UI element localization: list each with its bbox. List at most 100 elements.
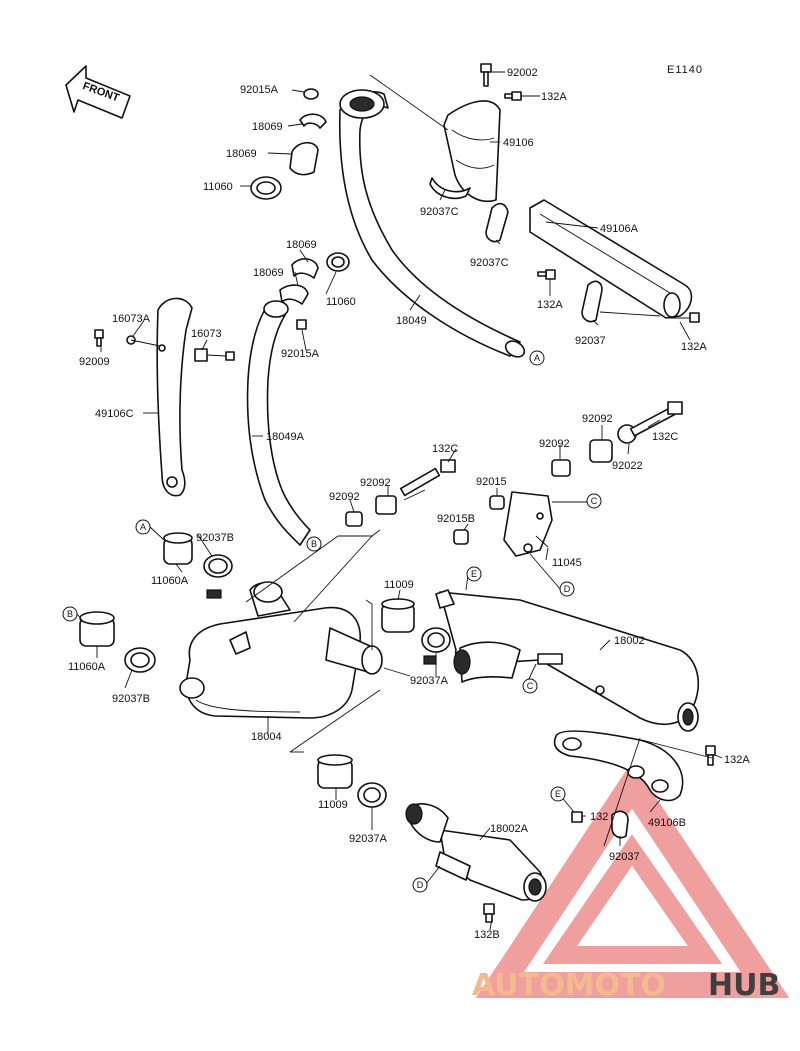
label-16073: 16073 <box>191 328 222 340</box>
label-49106b: 49106B <box>648 817 686 829</box>
ref-mark-d-low: D <box>412 877 428 893</box>
clamp-92037b-left <box>124 647 156 673</box>
label-11009-low: 11009 <box>318 799 348 811</box>
label-18069-b: 18069 <box>226 148 257 160</box>
part-labels: 92002 132A 92015A 18069 18069 11060 4910… <box>68 67 750 941</box>
bolt-132a-top <box>504 91 522 101</box>
label-92092-c2: 92092 <box>329 491 360 503</box>
label-92037a-low: 92037A <box>349 833 388 845</box>
label-49106: 49106 <box>503 137 534 149</box>
watermark-triangle-outer <box>475 761 790 998</box>
spacer-16073 <box>194 348 235 362</box>
label-11045: 11045 <box>552 557 582 569</box>
nut-92015b <box>453 529 469 545</box>
label-132a-top: 132A <box>541 91 567 103</box>
ref-mark-e-muffler: E <box>466 566 482 582</box>
clamp-92037a-mid <box>421 627 451 665</box>
collar-11009-low <box>317 754 353 789</box>
svg-text:D: D <box>564 584 571 594</box>
clamp-92037b-top <box>203 554 233 599</box>
front-arrow-icon: FRONT <box>65 65 131 119</box>
label-11060-mid: 11060 <box>326 296 356 308</box>
heat-guard-49106c <box>156 297 193 497</box>
svg-text:B: B <box>311 539 317 549</box>
diagram-code: E1140 <box>667 64 703 76</box>
collar-11060a-left <box>79 611 115 647</box>
bracket-11045 <box>503 491 553 557</box>
watermark-text: AUTOMOTO HUB <box>472 968 780 1003</box>
label-92009: 92009 <box>79 356 110 368</box>
label-132a-mid: 132A <box>537 299 563 311</box>
label-92022: 92022 <box>612 460 643 472</box>
label-92015b: 92015B <box>437 513 475 525</box>
ref-mark-c-bracket: C <box>586 493 602 509</box>
label-18069-c: 18069 <box>286 239 317 251</box>
header-pipe-18049 <box>338 89 526 358</box>
label-18049: 18049 <box>396 315 427 327</box>
ref-mark-a-left: A <box>135 519 151 535</box>
label-92002: 92002 <box>507 67 538 79</box>
label-92092-c1: 92092 <box>360 477 391 489</box>
label-92015: 92015 <box>476 476 507 488</box>
ref-mark-d-bracket: D <box>559 581 575 597</box>
label-132a-right: 132A <box>681 341 707 353</box>
bolt-132a-right <box>689 312 700 323</box>
label-92092-r2: 92092 <box>539 438 570 450</box>
label-18049a: 18049A <box>266 431 305 443</box>
ref-mark-a-pipe: A <box>529 350 545 366</box>
label-92037c-b: 92037C <box>470 257 509 269</box>
clamp-92037c-top <box>429 177 471 200</box>
label-11060-top: 11060 <box>203 181 233 193</box>
nut-92092-right <box>551 439 613 477</box>
leader-lines <box>76 71 723 931</box>
label-92015a-mid: 92015A <box>281 348 320 360</box>
bolt-132-low <box>571 811 583 823</box>
collar-11009-top <box>381 598 415 633</box>
svg-text:A: A <box>140 522 146 532</box>
label-92037a-mid: 92037A <box>410 675 449 687</box>
label-92037c-a: 92037C <box>420 206 459 218</box>
clamp-92037a-low <box>357 782 387 808</box>
svg-text:C: C <box>527 681 534 691</box>
label-11060a-b: 11060A <box>68 661 106 673</box>
clamp-92037c-mid <box>485 202 509 243</box>
label-92015a-top: 92015A <box>240 84 279 96</box>
label-49106a: 49106A <box>600 223 639 235</box>
svg-text:B: B <box>67 609 73 619</box>
label-132-low: 132 <box>590 811 608 823</box>
watermark-logo <box>475 761 790 998</box>
watermark-text-light: AUTOMOTO <box>472 968 666 1003</box>
stud-132c-right <box>629 401 683 437</box>
label-132c-c: 132C <box>432 443 458 455</box>
label-49106c: 49106C <box>95 408 134 420</box>
svg-text:E: E <box>471 569 477 579</box>
label-132c-r: 132C <box>652 431 678 443</box>
svg-text:D: D <box>417 880 424 890</box>
nut-92092-center-b <box>345 511 363 527</box>
collar-11060a-top <box>163 532 193 565</box>
svg-text:A: A <box>534 353 540 363</box>
watermark-text-dark: HUB <box>708 968 780 1003</box>
bolt-132a-low <box>705 745 716 766</box>
exhaust-chamber-18004 <box>179 581 383 719</box>
label-18002: 18002 <box>614 635 645 647</box>
gasket-group-top <box>250 88 327 200</box>
heat-guard-49106 <box>443 100 501 202</box>
gasket-group-mid <box>279 252 350 330</box>
bolt-132b <box>483 903 495 923</box>
ref-mark-e-low: E <box>550 786 566 802</box>
stud-132c-center <box>399 459 456 497</box>
label-92037: 92037 <box>575 335 606 347</box>
watermark-triangle-inner <box>542 834 723 964</box>
label-16073a: 16073A <box>112 313 151 325</box>
label-92037-low: 92037 <box>609 851 640 863</box>
label-18002a: 18002A <box>490 823 529 835</box>
label-132a-low: 132A <box>724 754 750 766</box>
label-92092-r1: 92092 <box>582 413 613 425</box>
label-11009-top: 11009 <box>384 579 414 591</box>
ref-mark-b-left: B <box>62 606 78 622</box>
svg-text:C: C <box>591 496 598 506</box>
clamp-92037-low <box>611 810 629 839</box>
